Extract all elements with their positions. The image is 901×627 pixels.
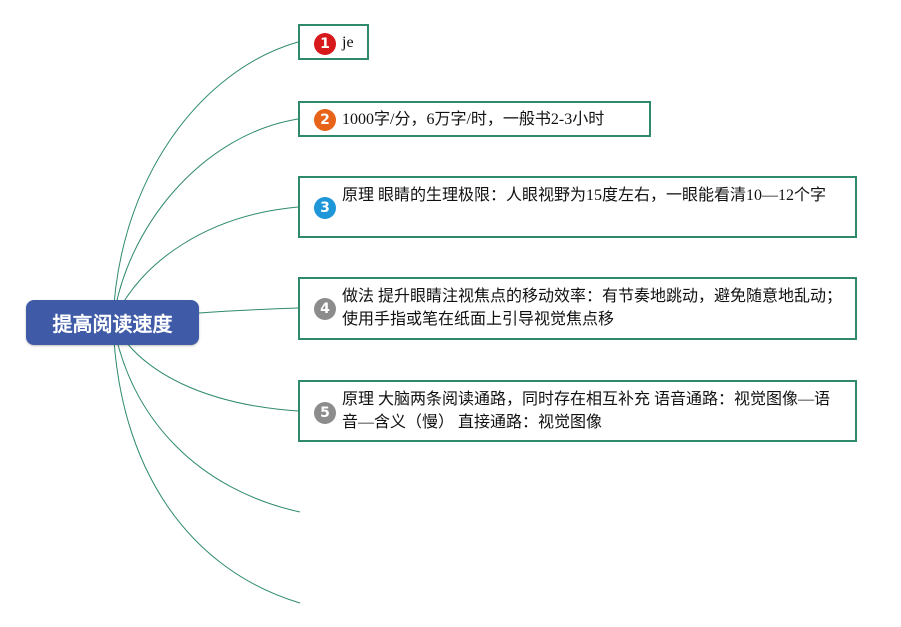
branch-line-7 <box>112 321 301 604</box>
priority-1-icon: 1 <box>314 33 336 55</box>
branch-line-4 <box>198 307 299 314</box>
topic-5[interactable]: 5 原理 大脑两条阅读通路，同时存在相互补充 语音通路：视觉图像—语音—含义（慢… <box>298 380 857 442</box>
topic-4[interactable]: 4 做法 提升眼睛注视焦点的移动效率：有节奏地跳动，避免随意地乱动；使用手指或笔… <box>298 277 857 340</box>
priority-4-icon: 4 <box>314 298 336 320</box>
central-topic[interactable]: 提高阅读速度 <box>26 300 199 345</box>
branch-line-1 <box>112 41 299 323</box>
branch-line-6 <box>112 321 301 513</box>
priority-3-icon: 3 <box>314 197 336 219</box>
topic-2-text: 1000字/分，6万字/时，一般书2-3小时 <box>342 111 605 128</box>
topic-1-text: je <box>342 34 354 51</box>
topic-2[interactable]: 2 1000字/分，6万字/时，一般书2-3小时 <box>298 101 651 137</box>
priority-5-icon: 5 <box>314 402 336 424</box>
branch-line-2 <box>112 118 299 323</box>
priority-2-icon: 2 <box>314 109 336 131</box>
topic-1[interactable]: 1 je <box>298 24 369 60</box>
topic-3-text: 原理 眼睛的生理极限：人眼视野为15度左右，一眼能看清10—12个字 <box>342 187 827 204</box>
topic-3[interactable]: 3 原理 眼睛的生理极限：人眼视野为15度左右，一眼能看清10—12个字 <box>298 176 857 238</box>
topic-5-text: 原理 大脑两条阅读通路，同时存在相互补充 语音通路：视觉图像—语音—含义（慢） … <box>342 391 831 431</box>
branch-line-3 <box>112 206 299 323</box>
topic-4-text: 做法 提升眼睛注视焦点的移动效率：有节奏地跳动，避免随意地乱动；使用手指或笔在纸… <box>342 288 843 328</box>
